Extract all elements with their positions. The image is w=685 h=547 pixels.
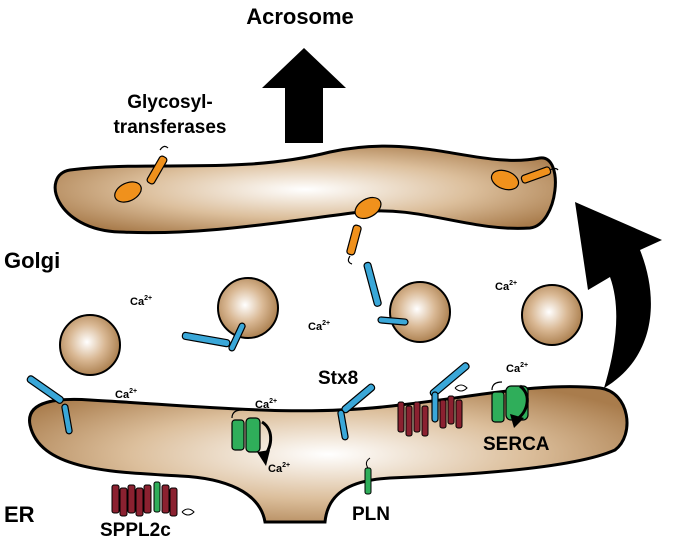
glycosyltransferase	[346, 196, 382, 265]
svg-text:Ca2+: Ca2+	[495, 280, 517, 293]
svg-text:Ca2+: Ca2+	[506, 362, 528, 375]
er-to-golgi-curved-arrow	[575, 202, 662, 388]
er-membrane	[28, 385, 629, 524]
sppl2c-loop	[181, 508, 195, 516]
svg-text:Ca2+: Ca2+	[308, 320, 330, 333]
golgi-vesicle	[521, 284, 583, 346]
stx8	[363, 261, 409, 326]
calcium-ion: Ca2+	[115, 388, 137, 401]
stx8	[181, 322, 246, 352]
golgi-cisterna	[53, 144, 557, 235]
calcium-ion: Ca2+	[308, 320, 330, 333]
pln-protein	[364, 467, 372, 495]
stx8-label: Stx8	[318, 368, 358, 389]
calcium-ion: Ca2+	[506, 362, 528, 375]
calcium-ion: Ca2+	[130, 295, 152, 308]
golgi-vesicle	[59, 314, 121, 376]
serca-pump	[231, 409, 273, 466]
stx8	[26, 375, 73, 435]
serca-label: SERCA	[483, 434, 550, 455]
svg-text:Ca2+: Ca2+	[130, 295, 152, 308]
golgi-vesicle	[217, 277, 279, 339]
sppl2c-protein	[111, 484, 178, 517]
transferases-label: transferases	[113, 117, 226, 138]
acrosome-arrow	[262, 48, 346, 143]
glycosyltransferase	[114, 145, 169, 203]
golgi-label: Golgi	[4, 248, 60, 273]
svg-text:Ca2+: Ca2+	[115, 388, 137, 401]
calcium-ion: Ca2+	[255, 398, 277, 411]
pln-tail	[365, 457, 371, 469]
stx8	[337, 383, 376, 441]
stx8	[429, 362, 470, 423]
pln-in-sppl2c	[153, 481, 161, 513]
sppl2c-loop	[454, 384, 468, 392]
calcium-ion: Ca2+	[495, 280, 517, 293]
glycosyl-label: Glycosyl-	[127, 92, 213, 113]
sppl2c-label: SPPL2c	[100, 520, 171, 541]
svg-text:Ca2+: Ca2+	[255, 398, 277, 411]
svg-text:Ca2+: Ca2+	[268, 462, 290, 475]
er-label: ER	[4, 502, 35, 527]
glycosyltransferase	[490, 166, 559, 191]
serca-pump	[491, 381, 529, 428]
sppl2c-protein	[397, 395, 463, 437]
calcium-ion: Ca2+	[268, 462, 290, 475]
pln-label: PLN	[352, 504, 390, 525]
golgi-vesicle	[389, 281, 451, 343]
acrosome-label: Acrosome	[246, 4, 354, 29]
